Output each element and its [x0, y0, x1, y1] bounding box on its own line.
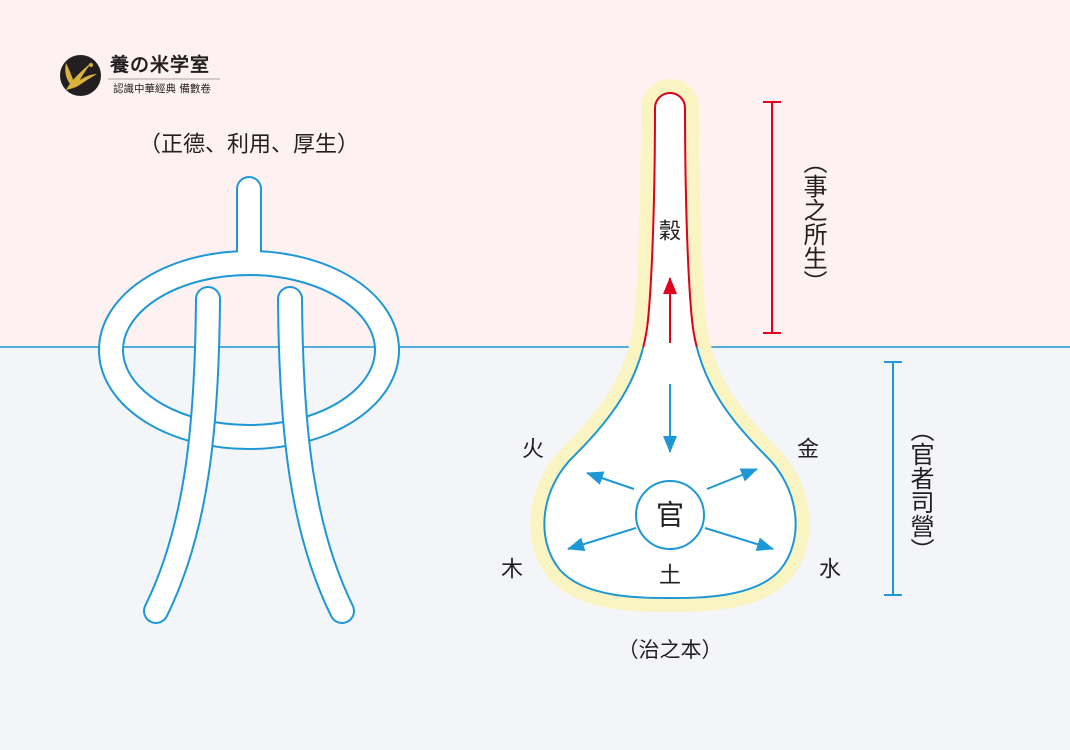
logo-subtitle: 認識中華經典 備數卷 [113, 82, 211, 95]
upper-right-label: 金 [797, 438, 819, 463]
right-leg-body [279, 288, 353, 622]
upper-bracket-label: （事之所生） [799, 150, 827, 294]
arrow-lower-left [567, 527, 637, 551]
center-circle [635, 480, 705, 550]
right-figure-caption: （治之本） [618, 638, 723, 662]
logo: 養の米学室 認識中華經典 備數卷 [60, 53, 220, 96]
lower-right-label: 水 [819, 558, 841, 583]
left-figure-caption: （正德、利用、厚生） [139, 133, 359, 158]
upper-bracket [763, 101, 781, 334]
lower-bracket-label: （官者司營） [906, 418, 934, 562]
upper-left-label: 火 [522, 438, 544, 463]
logo-name: 養の米学室 [109, 53, 210, 76]
lower-bracket [884, 361, 902, 596]
bird-icon [65, 62, 97, 90]
right-figure: 穀 官 土 [544, 93, 795, 598]
base-label: 土 [659, 564, 681, 589]
tube-label: 穀 [659, 220, 681, 245]
lower-left-label: 木 [501, 558, 523, 583]
arrow-lower-right [704, 527, 774, 551]
left-figure [98, 176, 400, 624]
arrow-upper-right [706, 468, 758, 490]
left-leg-body [145, 288, 219, 622]
center-label: 官 [656, 499, 684, 532]
arrow-upper-left [586, 471, 635, 490]
